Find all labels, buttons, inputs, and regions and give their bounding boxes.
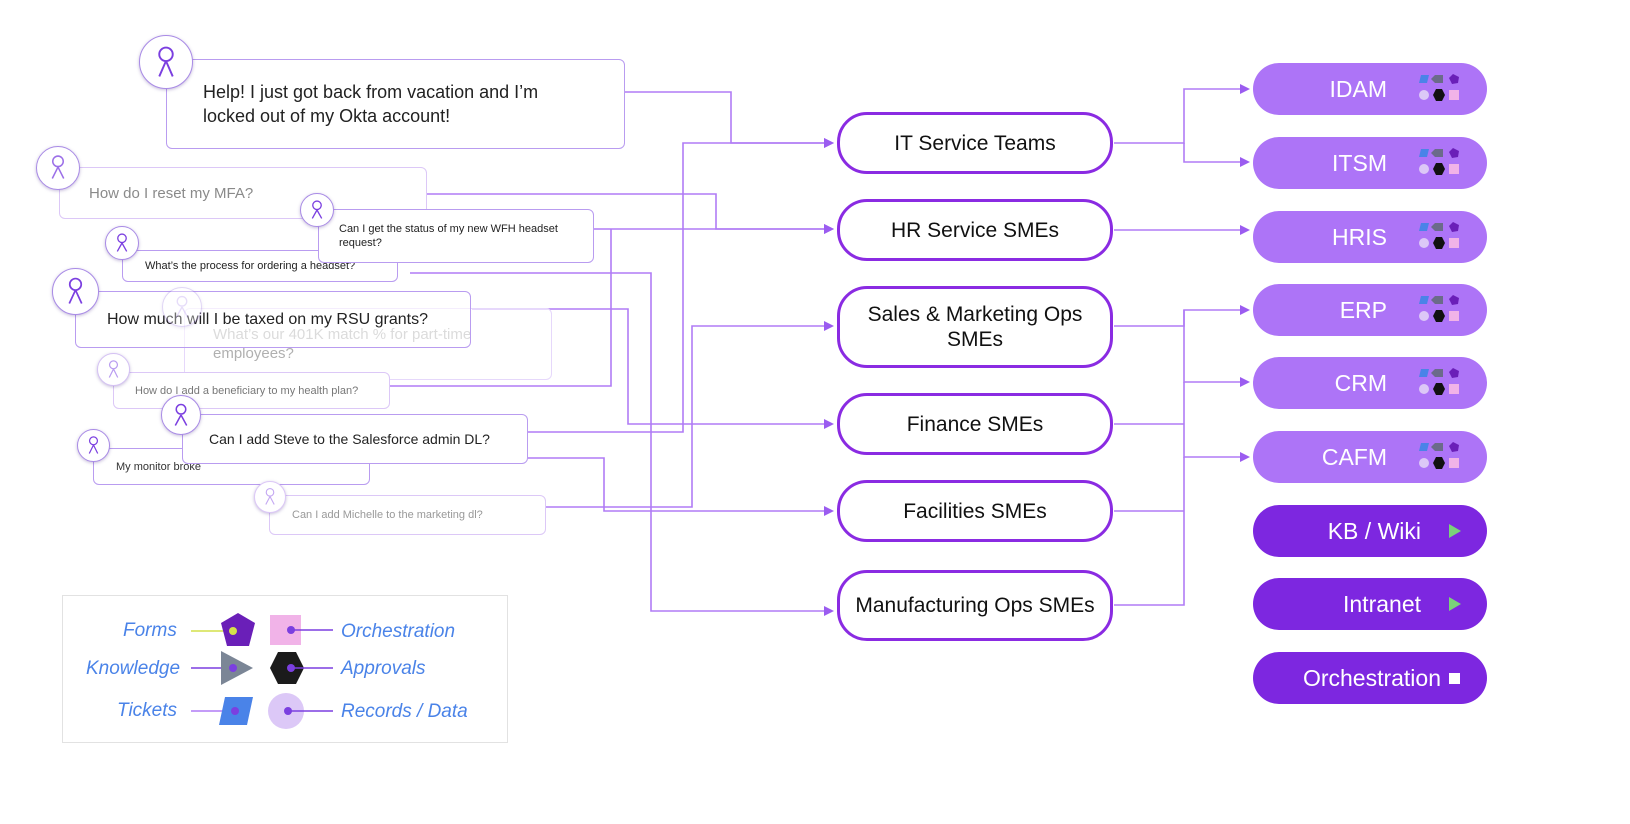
question-bubble[interactable]: How do I add a beneficiary to my health … xyxy=(113,372,390,409)
team-label: Facilities SMEs xyxy=(903,499,1047,523)
capability-icons xyxy=(1419,222,1459,249)
capability-icons xyxy=(1419,442,1459,469)
system-idam[interactable]: IDAM xyxy=(1253,63,1487,115)
system-cafm[interactable]: CAFM xyxy=(1253,431,1487,483)
team-label: IT Service Teams xyxy=(894,131,1056,155)
connector-q9-facilities xyxy=(528,457,834,516)
connector-sales-crm xyxy=(1183,310,1250,387)
system-intranet[interactable]: Intranet xyxy=(1253,578,1487,630)
capability-icons xyxy=(1419,295,1459,322)
connector-q8-it xyxy=(528,138,834,433)
connector-q1-it xyxy=(625,91,834,148)
user-avatar-icon xyxy=(254,481,286,513)
team-finance[interactable]: Finance SMEs xyxy=(837,393,1113,455)
system-label: Intranet xyxy=(1343,591,1421,617)
user-avatar-icon xyxy=(139,35,193,89)
system-kb-wiki[interactable]: KB / Wiki xyxy=(1253,505,1487,557)
system-label: HRIS xyxy=(1332,224,1387,250)
capability-icons xyxy=(1419,368,1459,395)
team-sales-marketing-ops[interactable]: Sales & Marketing Ops SMEs xyxy=(837,286,1113,368)
system-itsm[interactable]: ITSM xyxy=(1253,137,1487,189)
legend-approvals: Approvals xyxy=(341,658,426,679)
connector-sales-erp xyxy=(1114,305,1250,327)
question-bubble[interactable]: Can I add Steve to the Salesforce admin … xyxy=(182,414,528,464)
legend-knowledge: Knowledge xyxy=(86,658,181,679)
system-label: ERP xyxy=(1339,297,1387,323)
question-text: My monitor broke xyxy=(116,460,201,473)
legend: Forms Knowledge Tickets Orchestration Ap… xyxy=(62,595,508,743)
system-label: CRM xyxy=(1334,370,1387,396)
connector-it-idam xyxy=(1114,84,1250,144)
question-text: Can I get the status of my new WFH heads… xyxy=(339,223,558,249)
connector-q7-hr xyxy=(390,229,612,387)
system-erp[interactable]: ERP xyxy=(1253,284,1487,336)
system-crm[interactable]: CRM xyxy=(1253,357,1487,409)
user-avatar-icon xyxy=(162,287,202,327)
team-hr-service[interactable]: HR Service SMEs xyxy=(837,199,1113,261)
connector-it-itsm xyxy=(1183,143,1250,167)
user-avatar-icon xyxy=(77,429,110,462)
question-text: Can I add Michelle to the marketing dl? xyxy=(292,509,483,521)
system-label: Orchestration xyxy=(1302,665,1441,691)
system-label: CAFM xyxy=(1321,444,1387,470)
system-hris[interactable]: HRIS xyxy=(1253,211,1487,263)
team-label: Sales & Marketing Ops SMEs xyxy=(867,303,1083,351)
connector-q10-sales xyxy=(546,321,834,508)
capability-icons xyxy=(1419,148,1459,175)
question-text: How do I reset my MFA? xyxy=(89,184,254,202)
team-it-service[interactable]: IT Service Teams xyxy=(837,112,1113,174)
team-manufacturing-ops[interactable]: Manufacturing Ops SMEs xyxy=(837,570,1113,641)
question-text: How do I add a beneficiary to my health … xyxy=(135,384,359,397)
question-bubble[interactable]: Help! I just got back from vacation and … xyxy=(166,59,625,149)
legend-forms: Forms xyxy=(123,620,177,641)
question-bubble[interactable]: Can I add Michelle to the marketing dl? xyxy=(269,495,546,535)
connector-mfg-bus xyxy=(1114,457,1185,606)
play-icon xyxy=(1449,597,1461,611)
team-label: Manufacturing Ops SMEs xyxy=(855,594,1095,617)
question-text: Can I add Steve to the Salesforce admin … xyxy=(209,431,490,447)
legend-records: Records / Data xyxy=(341,701,468,722)
system-orchestration[interactable]: Orchestration xyxy=(1253,652,1487,704)
connector-q4-mfg xyxy=(410,272,834,616)
question-bubble[interactable]: Can I get the status of my new WFH heads… xyxy=(318,209,594,263)
user-avatar-icon xyxy=(97,353,130,386)
form-pentagon-icon xyxy=(221,613,255,646)
system-label: KB / Wiki xyxy=(1327,518,1421,544)
question-text: What’s the process for ordering a headse… xyxy=(145,260,356,272)
system-label: IDAM xyxy=(1329,76,1388,102)
team-label: Finance SMEs xyxy=(906,412,1044,436)
question-text: Help! I just got back from vacation and … xyxy=(203,82,539,126)
capability-icons xyxy=(1419,74,1459,101)
legend-shapes xyxy=(191,613,333,729)
system-label: ITSM xyxy=(1332,150,1387,176)
user-avatar-icon xyxy=(105,226,139,260)
user-avatar-icon xyxy=(300,193,334,227)
team-facilities[interactable]: Facilities SMEs xyxy=(837,480,1113,542)
user-avatar-icon xyxy=(52,268,99,315)
question-text: How much will I be taxed on my RSU grant… xyxy=(107,310,429,328)
play-icon xyxy=(1449,524,1461,538)
connector-cafm xyxy=(1183,382,1250,462)
legend-tickets: Tickets xyxy=(117,700,178,721)
team-label: HR Service SMEs xyxy=(890,218,1060,242)
user-avatar-icon xyxy=(36,146,80,190)
square-icon xyxy=(1449,673,1460,684)
legend-orchestration: Orchestration xyxy=(341,621,456,642)
user-avatar-icon xyxy=(161,395,201,435)
question-bubble[interactable]: How much will I be taxed on my RSU grant… xyxy=(75,291,471,348)
